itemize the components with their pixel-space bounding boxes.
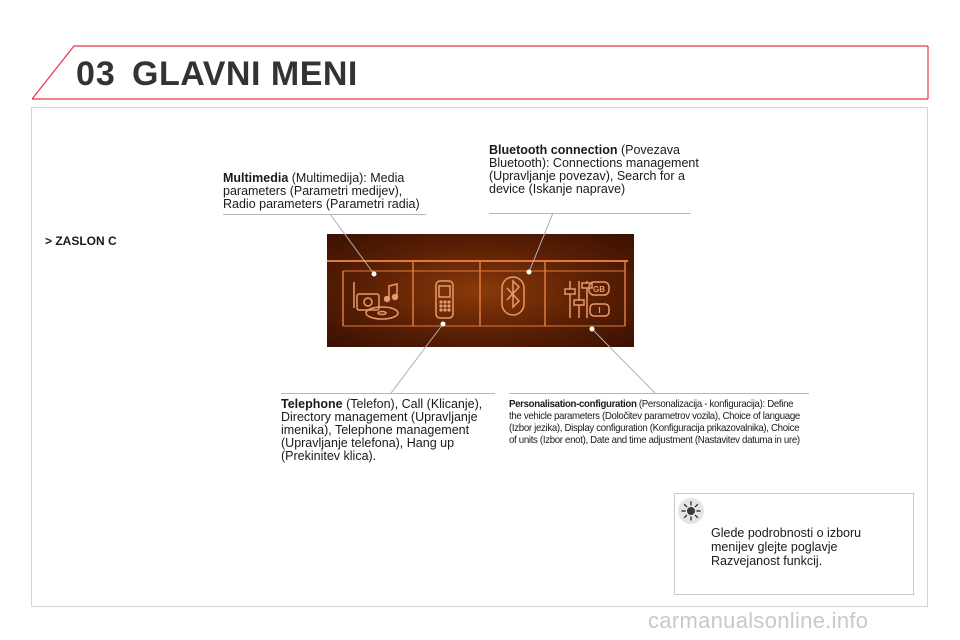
callout-multimedia-term: Multimedia [223, 171, 289, 185]
callout-bluetooth-term: Bluetooth connection [489, 143, 618, 157]
display-screen: GB I [327, 234, 634, 347]
language-badge-i: I [598, 306, 600, 315]
callout-telephone-description: (Telefon), Call (Klicanje), Directory ma… [281, 397, 483, 463]
content-frame [31, 107, 928, 607]
section-label: > ZASLON C [45, 234, 117, 248]
callout-bluetooth-description: (Povezava Bluetooth): Connections manage… [489, 143, 699, 196]
callout-personalisation: Personalisation-configuration (Personali… [509, 398, 805, 446]
callout-personalisation-term: Personalisation-configuration [509, 398, 637, 410]
note-text: Glede podrobnosti o izboru menijev glejt… [711, 526, 862, 568]
callout-telephone-term: Telephone [281, 397, 343, 411]
callout-personalisation-rule [509, 393, 809, 394]
note-box [674, 493, 914, 595]
callout-multimedia-description: (Multimedija): Media parameters (Paramet… [223, 171, 420, 211]
chapter-number: 03 [76, 55, 116, 93]
watermark: carmanualsonline.info [648, 608, 869, 633]
multimedia-icon [353, 282, 399, 320]
callout-bluetooth-rule [489, 213, 691, 214]
header-frame [31, 45, 929, 100]
callout-personalisation-description: (Personalizacija - konfiguracija): Defin… [509, 398, 800, 446]
callout-telephone: Telephone (Telefon), Call (Klicanje), Di… [281, 398, 496, 463]
callout-multimedia-rule [223, 214, 426, 215]
lightbulb-icon [678, 498, 704, 524]
telephone-icon [435, 280, 454, 319]
callout-telephone-rule [281, 393, 495, 394]
callout-multimedia: Multimedia (Multimedija): Media paramete… [223, 172, 433, 211]
page-title: GLAVNI MENI [132, 55, 358, 93]
language-badge-gb: GB [593, 285, 605, 294]
callout-bluetooth: Bluetooth connection (Povezava Bluetooth… [489, 144, 704, 196]
bluetooth-icon [501, 276, 525, 316]
personalisation-icon [564, 281, 610, 318]
